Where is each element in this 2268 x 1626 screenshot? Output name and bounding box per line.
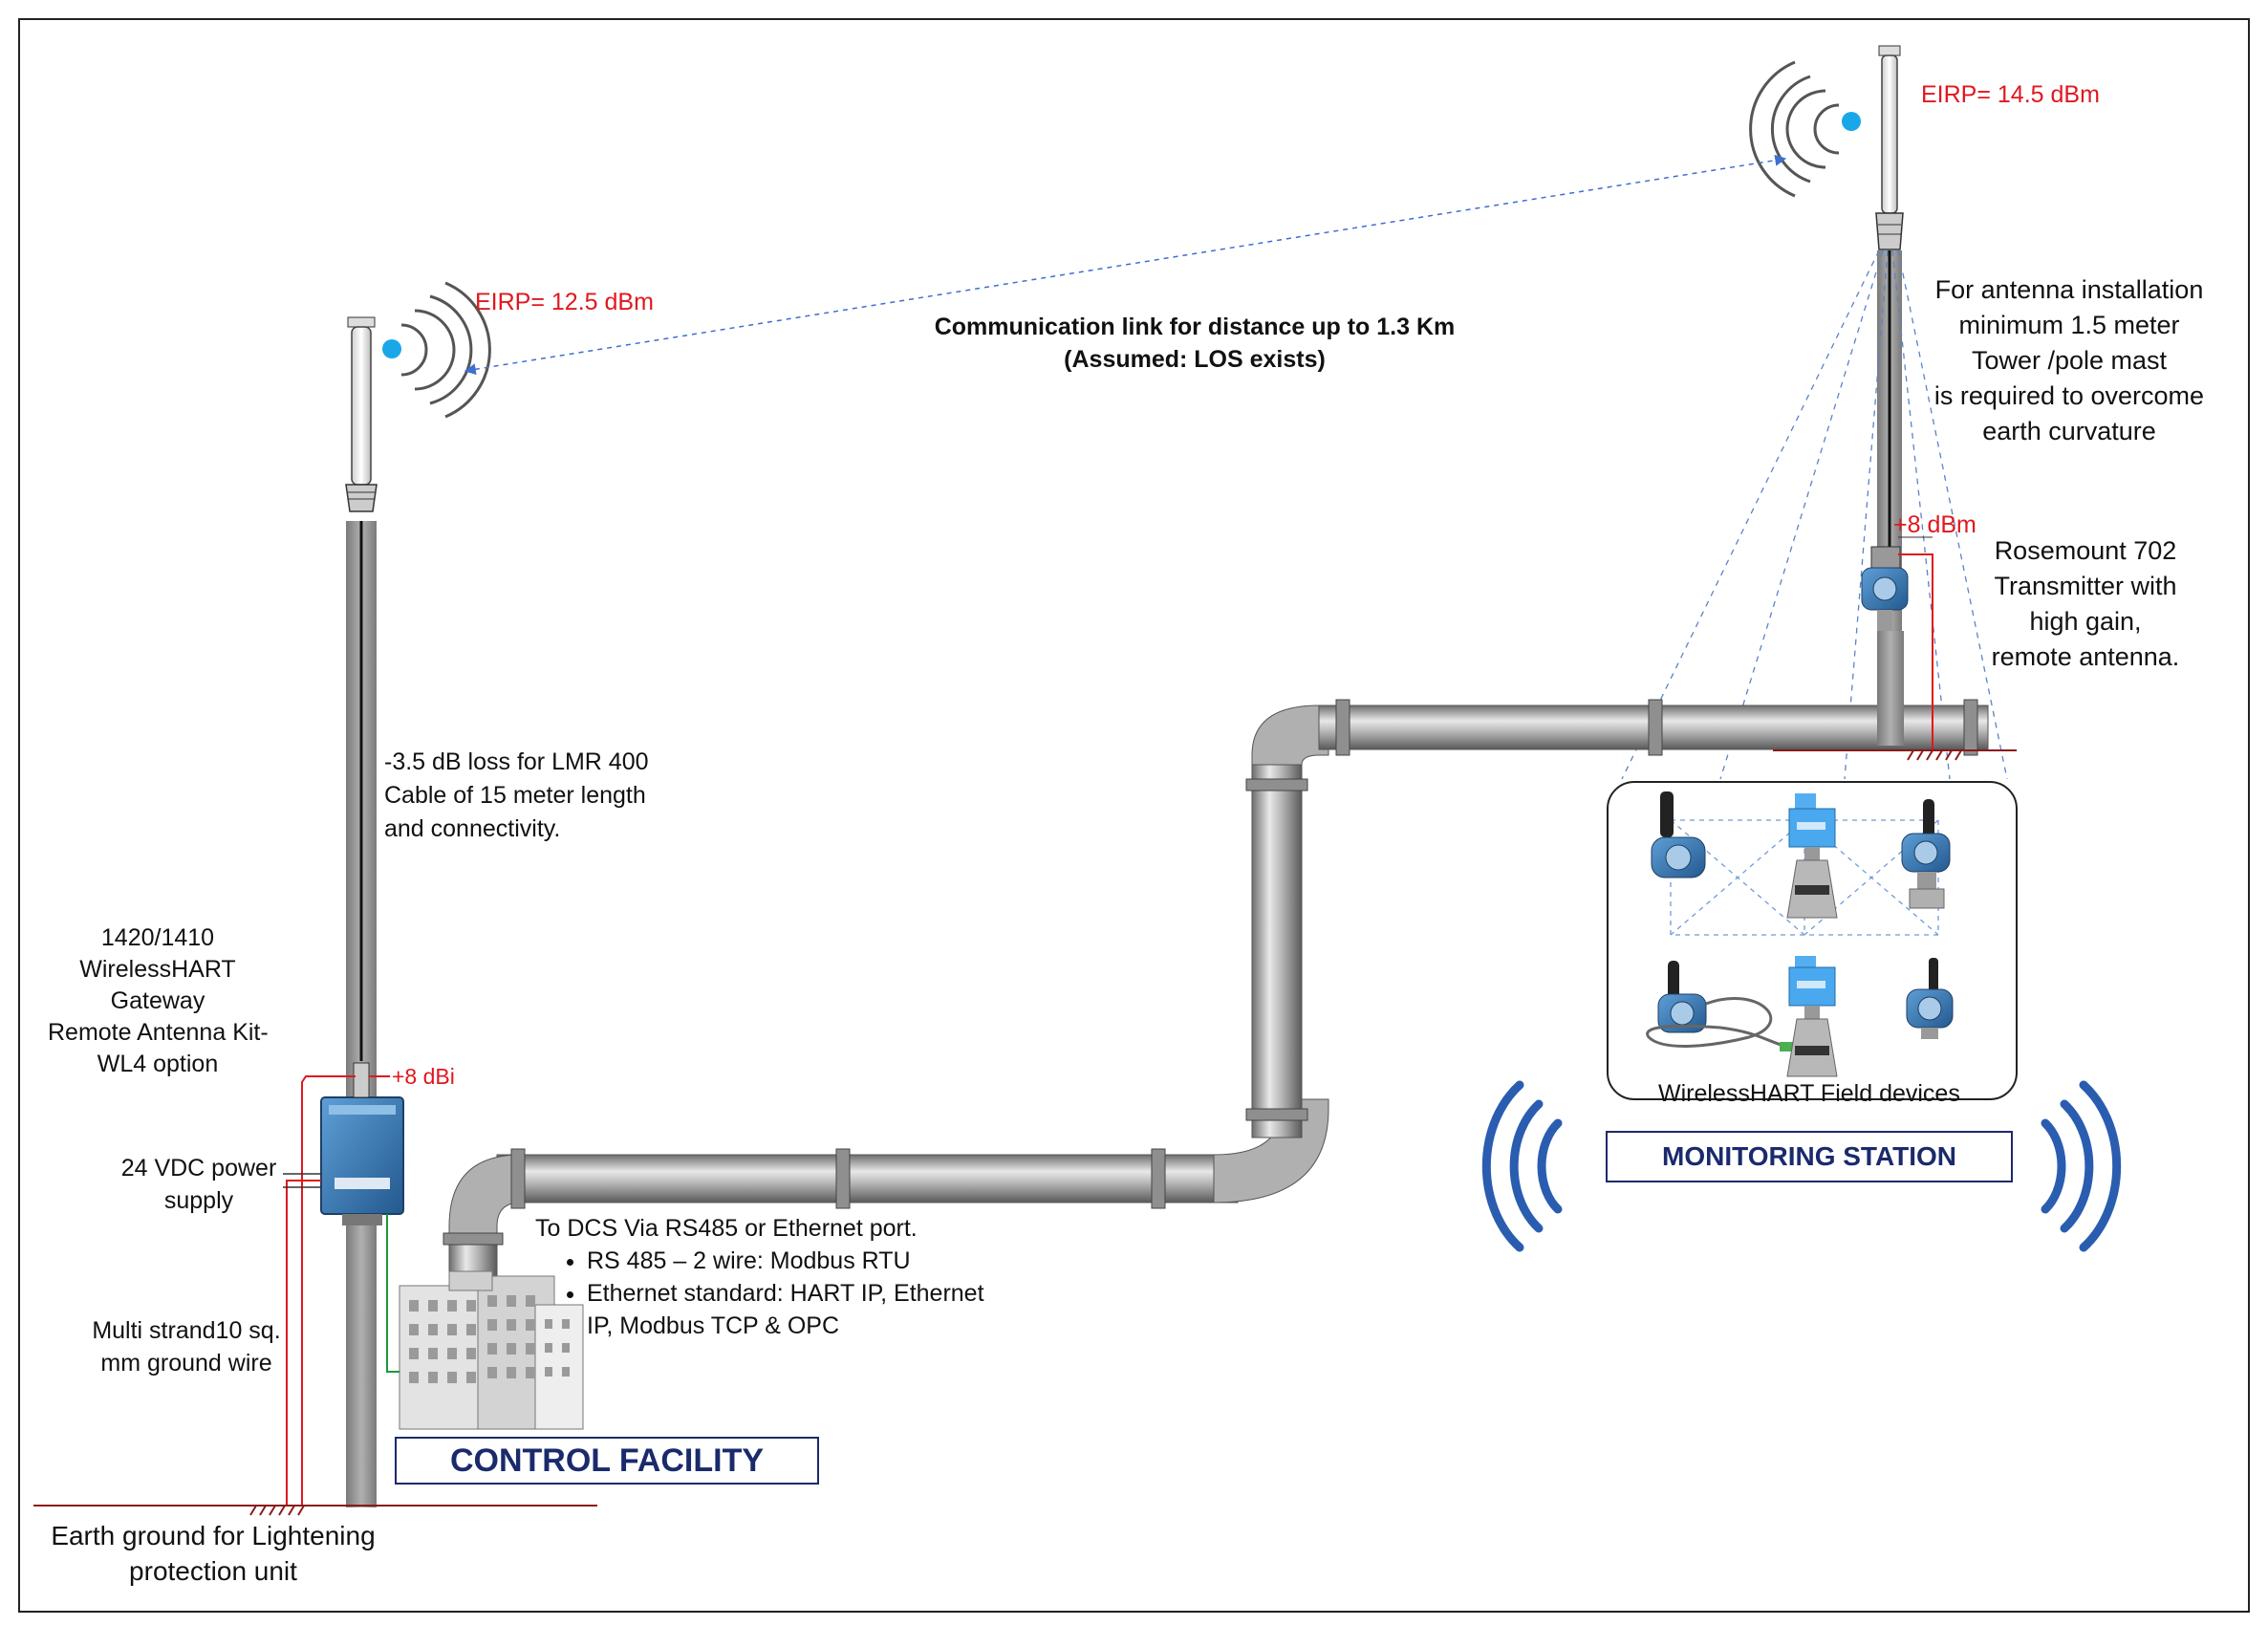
communication-link-line [464, 154, 1787, 376]
rosemount-wiring [1898, 536, 1933, 750]
ground-wire-label: Multi strand10 sq. mm ground wire [72, 1314, 301, 1379]
dcs-bullets: RS 485 – 2 wire: Modbus RTU Ethernet sta… [535, 1245, 984, 1310]
rosemount-label: Rosemount 702 Transmitter with high gain… [1952, 533, 2219, 675]
link-label: Communication link for distance up to 1.… [898, 311, 1491, 376]
field-transmitter-icon [1906, 958, 1954, 1039]
rosemount-line2: Transmitter with [1994, 572, 2177, 600]
field-transmitter-icon [1646, 961, 1793, 1051]
coverage-lines [1621, 249, 2008, 780]
gateway-wiring [283, 1075, 400, 1506]
cable-loss-label: -3.5 dB loss for LMR 400 Cable of 15 met… [384, 746, 649, 846]
monitoring-right-waves-icon [2041, 1080, 2122, 1252]
gateway-gain-label: +8 dBi [392, 1064, 455, 1089]
level-transmitter-icon [1786, 793, 1838, 919]
antenna-install-line2: minimum 1.5 meter [1958, 311, 2180, 339]
left-signal-dot [382, 339, 401, 358]
antenna-install-line1: For antenna installation [1934, 275, 2204, 304]
field-devices-label: WirelessHART Field devices [1658, 1080, 1960, 1107]
left-mast [346, 521, 377, 1507]
control-facility-title: CONTROL FACILITY [395, 1437, 819, 1485]
gateway-line3: Gateway [110, 987, 205, 1014]
field-transmitter-icon [1901, 799, 1951, 909]
monitoring-left-waves-icon [1481, 1080, 1563, 1252]
gateway-device-icon [320, 1062, 404, 1225]
cable-loss-line1: -3.5 dB loss for LMR 400 [384, 748, 649, 775]
diagram-frame [18, 18, 2250, 1613]
power-line1: 24 VDC power [120, 1155, 277, 1182]
cable-loss-line2: Cable of 15 meter length [384, 782, 646, 809]
ground-wire-line1: Multi strand10 sq. [92, 1317, 281, 1344]
pipeline-icon [443, 699, 1989, 1291]
antenna-install-line3: Tower /pole mast [1971, 346, 2168, 375]
right-earth-ground [1773, 749, 2017, 761]
right-radio-waves-icon [1749, 60, 1840, 198]
gateway-line1: 1420/1410 [100, 924, 215, 951]
right-eirp-label: EIRP= 14.5 dBm [1921, 81, 2100, 108]
antenna-install-line5: earth curvature [1982, 417, 2156, 445]
power-line2: supply [163, 1187, 234, 1214]
power-supply-label: 24 VDC power supply [103, 1152, 294, 1217]
link-label-line2: (Assumed: LOS exists) [1064, 346, 1326, 373]
antenna-install-line4: is required to overcome [1933, 381, 2205, 410]
earth-ground-label: Earth ground for Lightening protection u… [27, 1518, 400, 1589]
ground-wire-line2: mm ground wire [100, 1350, 272, 1377]
rosemount-line3: high gain, [2029, 607, 2142, 636]
left-eirp-label: EIRP= 12.5 dBm [475, 289, 654, 315]
gateway-line2: WirelessHART [79, 956, 236, 983]
right-gain-label: +8 dBm [1893, 511, 1976, 538]
gateway-label: 1420/1410 WirelessHART Gateway Remote An… [48, 922, 269, 1080]
earth-ground-line2: protection unit [129, 1556, 297, 1586]
level-transmitter-icon [1786, 956, 1838, 1077]
building-icon [399, 1270, 584, 1430]
right-antenna-icon [1875, 45, 1904, 250]
gateway-line4: Remote Antenna Kit- [48, 1019, 269, 1046]
dcs-label: To DCS Via RS485 or Ethernet port. RS 48… [535, 1212, 984, 1342]
monitoring-station-title: MONITORING STATION [1606, 1131, 2013, 1182]
rosemount-transmitter-icon [1861, 546, 1909, 746]
right-signal-dot [1842, 112, 1861, 131]
rosemount-line1: Rosemount 702 [1994, 536, 2177, 565]
dcs-title: To DCS Via RS485 or Ethernet port. [535, 1215, 918, 1242]
cable-loss-line3: and connectivity. [384, 815, 561, 842]
left-antenna-icon [345, 316, 378, 512]
rosemount-line4: remote antenna. [1991, 642, 2180, 671]
earth-ground-line1: Earth ground for Lightening [51, 1521, 376, 1550]
dcs-continuation: IP, Modbus TCP & OPC [587, 1312, 840, 1339]
left-earth-ground [33, 1505, 597, 1516]
link-label-line1: Communication link for distance up to 1.… [934, 314, 1456, 340]
gateway-line5: WL4 option [97, 1051, 219, 1077]
field-transmitter-icon [1651, 791, 1706, 878]
dcs-bullet: Ethernet standard: HART IP, Ethernet [587, 1277, 984, 1310]
dcs-bullet: RS 485 – 2 wire: Modbus RTU [587, 1245, 984, 1277]
antenna-install-label: For antenna installation minimum 1.5 met… [1902, 272, 2236, 449]
